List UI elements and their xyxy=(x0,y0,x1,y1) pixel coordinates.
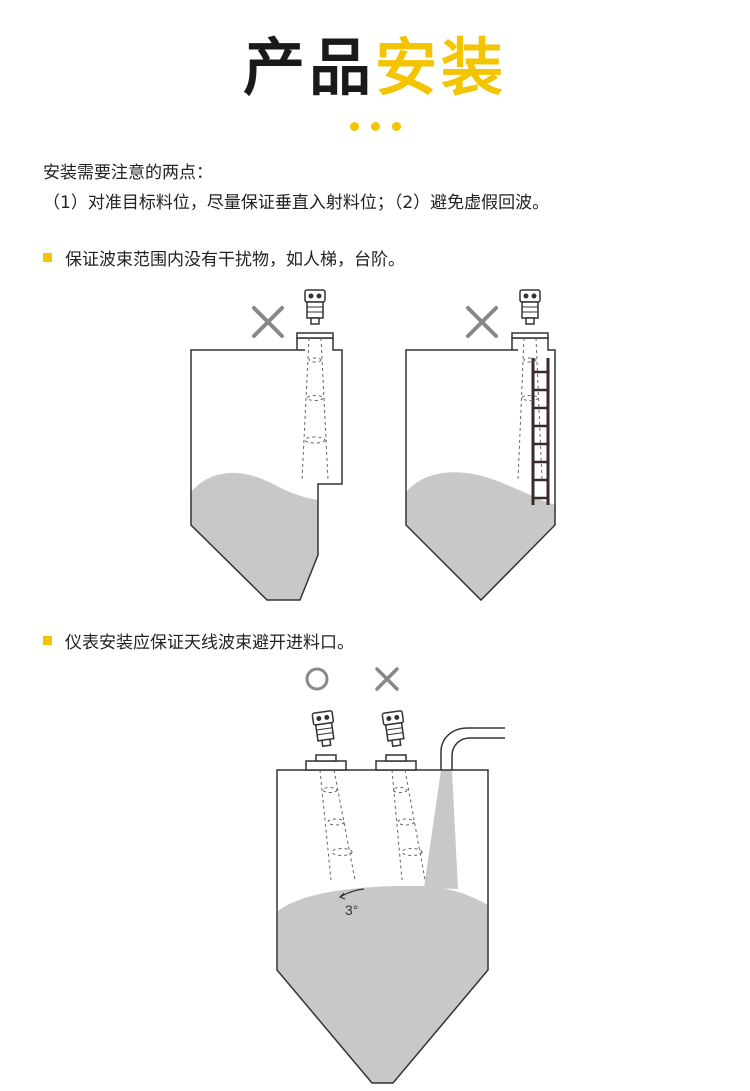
wrong-mark-icon xyxy=(466,306,498,338)
bullet-marker xyxy=(43,253,52,262)
flange xyxy=(511,332,549,339)
title-part-1: 产品 xyxy=(242,31,375,104)
intro-line-1: 安装需要注意的两点： xyxy=(43,163,213,183)
intro-text: 安装需要注意的两点： （1）对准目标料位，尽量保证垂直入射料位；（2）避免虚假回… xyxy=(43,158,549,218)
material-fill xyxy=(191,472,318,600)
dot xyxy=(370,122,380,131)
radar-beam xyxy=(517,337,543,481)
angle-label: 3° xyxy=(345,902,358,918)
inlet-pipe xyxy=(440,727,505,770)
intro-line-2: （1）对准目标料位，尽量保证垂直入射料位；（2）避免虚假回波。 xyxy=(43,193,550,213)
flange xyxy=(296,332,334,339)
bullet-marker xyxy=(43,636,52,645)
page-title: 产品安装 xyxy=(0,30,750,106)
bullet-inlet: 仪表安装应保证天线波束避开进料口。 xyxy=(43,628,354,653)
silo-outline xyxy=(405,337,556,602)
angle-arrow xyxy=(338,888,365,900)
dot xyxy=(391,122,401,131)
nozzle-left xyxy=(305,754,347,771)
silo-inlet-diagram: 3° xyxy=(276,667,505,1084)
wrong-mark-icon xyxy=(375,667,399,691)
radar-beam xyxy=(319,769,356,881)
bullet-text: 保证波束范围内没有干扰物，如人梯，台阶。 xyxy=(65,250,405,270)
radar-beam xyxy=(391,769,426,881)
material-fill xyxy=(277,885,488,1083)
material-fill xyxy=(406,472,555,600)
inlet-stream xyxy=(424,770,458,889)
wrong-mark-icon xyxy=(252,306,284,338)
sensor-icon xyxy=(519,289,541,325)
title-part-2: 安装 xyxy=(375,31,508,104)
bullet-obstacles: 保证波束范围内没有干扰物，如人梯，台阶。 xyxy=(43,245,405,270)
sensor-icon xyxy=(304,289,326,325)
sensor-icon xyxy=(381,709,408,748)
correct-mark-icon xyxy=(305,667,329,691)
sensor-icon xyxy=(311,709,338,748)
title-dots xyxy=(0,122,750,131)
bullet-text: 仪表安装应保证天线波束避开进料口。 xyxy=(65,633,354,653)
silo-ladder-diagram xyxy=(405,289,556,602)
radar-beam xyxy=(301,337,329,481)
ladder xyxy=(531,358,550,505)
nozzle-right xyxy=(375,754,417,771)
silo-step-diagram xyxy=(190,289,343,601)
silo-outline xyxy=(276,769,489,1084)
dot xyxy=(349,122,359,131)
